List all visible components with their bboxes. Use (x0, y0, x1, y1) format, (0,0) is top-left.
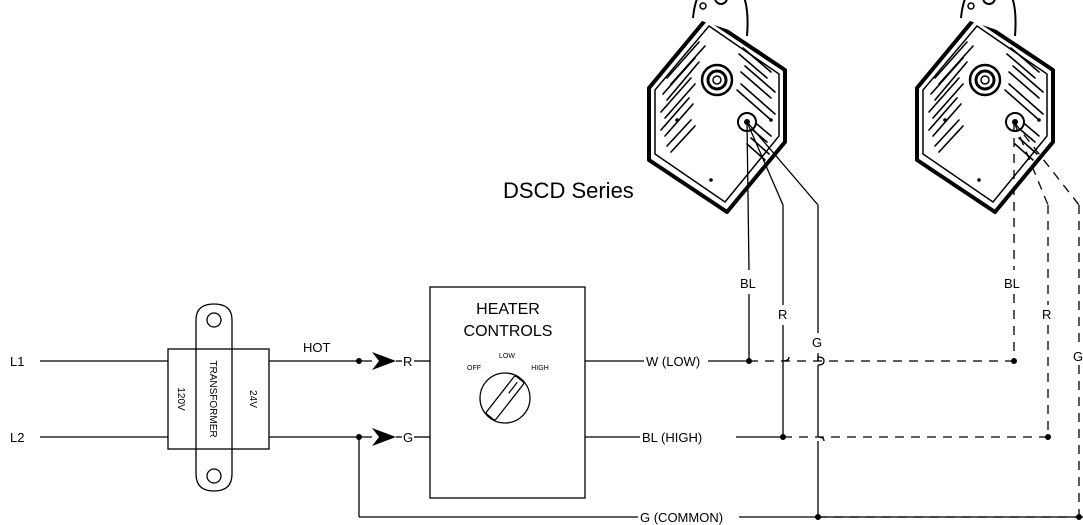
heater2-lead-g: G (1073, 349, 1083, 364)
dial-low-label: LOW (499, 353, 515, 360)
heater2-lead-r: R (1042, 307, 1051, 322)
label-hot: HOT (303, 340, 331, 355)
label-g-terminal: G (403, 430, 413, 445)
unit-heater-1-icon (647, 0, 787, 214)
transformer-primary-voltage: 120V (175, 387, 186, 411)
dial-high-label: HIGH (531, 365, 549, 372)
arrow-g-icon (372, 428, 396, 446)
transformer-secondary-voltage: 24V (247, 390, 258, 408)
heater-controls-title-line2: CONTROLS (464, 323, 553, 340)
unit-heater-2-icon (915, 0, 1055, 214)
heater1-lead-bl: BL (740, 276, 756, 291)
label-bl-high: BL (HIGH) (642, 430, 702, 445)
arrow-r-icon (372, 352, 396, 370)
label-r-terminal: R (403, 354, 412, 369)
series-title: DSCD Series (503, 178, 634, 203)
transformer-symbol (167, 303, 270, 492)
heater2-lead-bl: BL (1004, 276, 1020, 291)
selector-dial-icon (479, 372, 531, 424)
label-l1: L1 (10, 354, 24, 369)
dial-off-label: OFF (467, 365, 481, 372)
heater1-lead-g: G (812, 335, 822, 350)
heater1-lead-r: R (778, 307, 787, 322)
label-g-common: G (COMMON) (640, 510, 723, 525)
transformer-label: TRANSFORMER (207, 360, 218, 437)
label-w-low: W (LOW) (646, 354, 700, 369)
label-l2: L2 (10, 430, 24, 445)
heater-controls-title-line1: HEATER (476, 301, 540, 318)
